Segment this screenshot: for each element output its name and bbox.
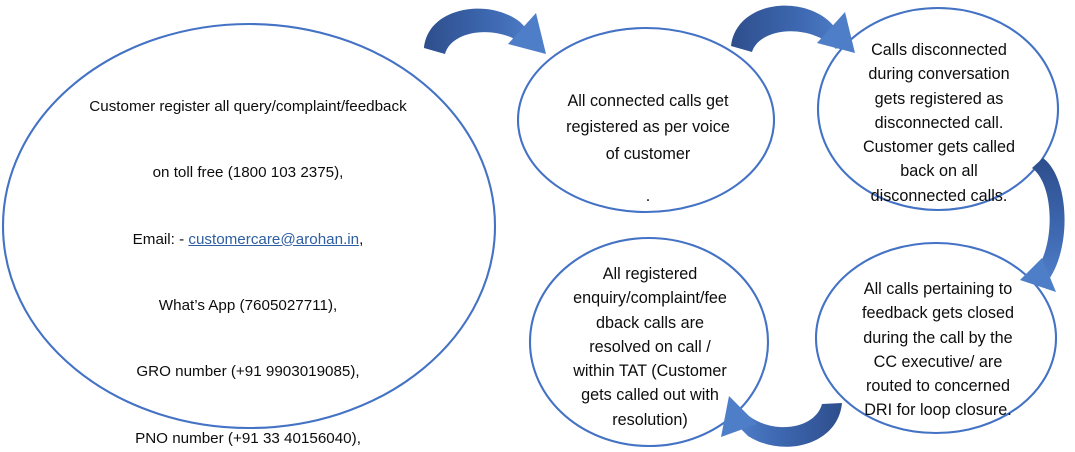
ellipse-intake — [1, 22, 497, 430]
arrow-disconnected-to-feedback — [1020, 158, 1065, 292]
arrow-intake-to-registered — [424, 8, 546, 54]
arrow-registered-to-disconnected — [731, 5, 855, 53]
arrow-feedback-to-resolution — [721, 396, 842, 447]
ellipse-resolution — [528, 236, 770, 448]
ellipse-registered — [516, 26, 776, 214]
ellipse-disconnected — [816, 6, 1060, 212]
ellipse-feedback — [814, 241, 1058, 435]
